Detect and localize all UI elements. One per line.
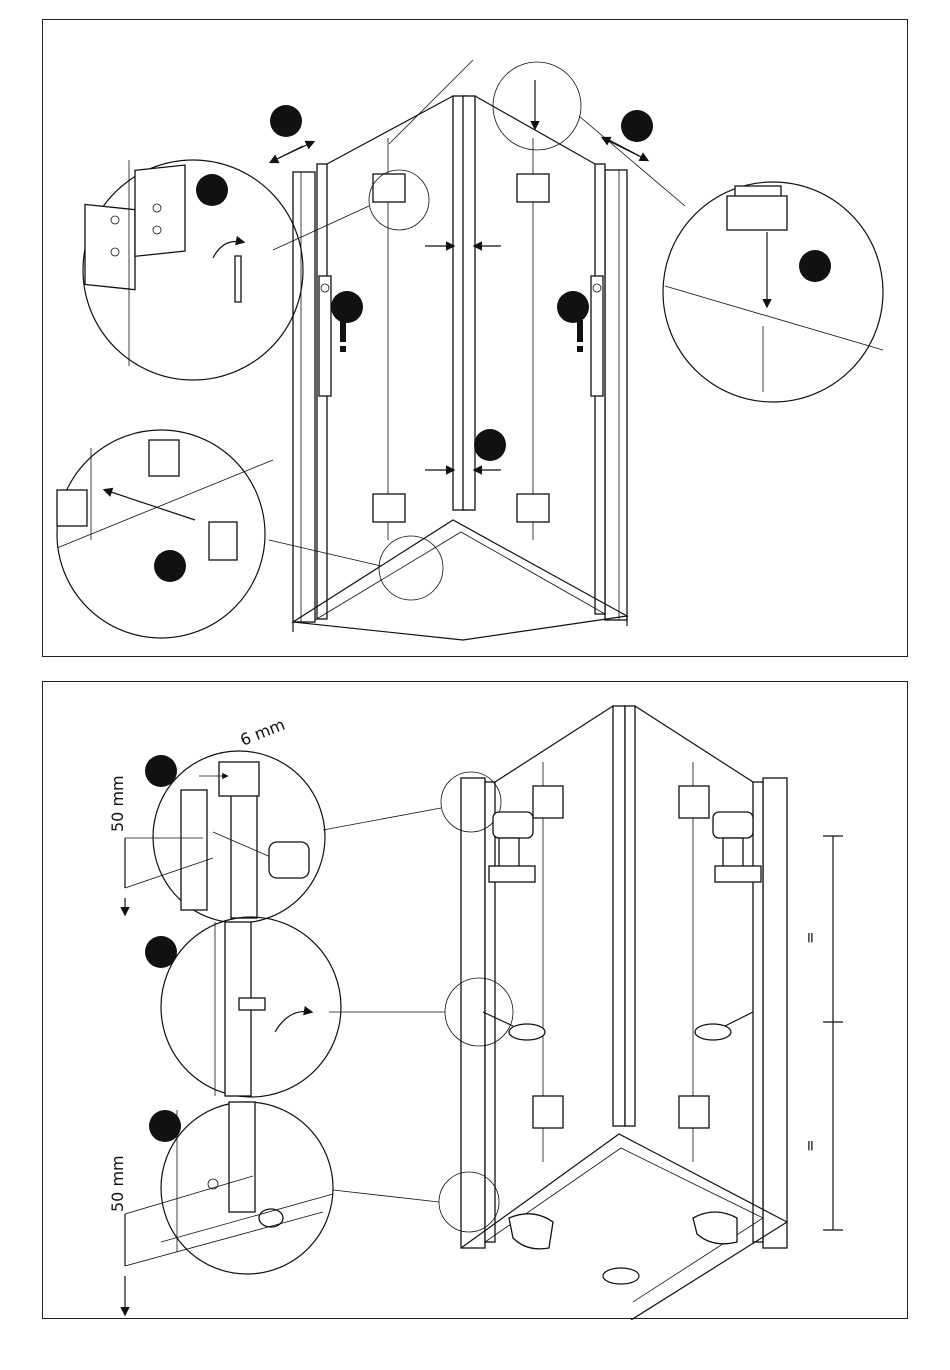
top-illustration <box>43 20 909 658</box>
drill-offset-label: 6 mm <box>237 715 287 750</box>
step-marker-2 <box>621 110 653 142</box>
screwdriver-icon <box>695 1012 753 1040</box>
bottom-height-label: 50 mm <box>108 1155 127 1212</box>
top-height-label: 50 mm <box>108 775 127 832</box>
dimension-arrows-left <box>125 838 323 1314</box>
detail-screw-callout <box>161 917 341 1097</box>
equal-mark-upper: = <box>801 931 819 944</box>
step-marker-4 <box>799 250 831 282</box>
hand-icon <box>509 1214 553 1249</box>
drill-icon <box>489 812 535 882</box>
double-arrow-icon <box>271 142 313 162</box>
bottom-illustration: 6 mm 50 mm 50 mm = = <box>43 682 909 1320</box>
dimension-bars <box>823 836 843 1230</box>
exclamation-icon <box>340 320 346 352</box>
step-marker-2 <box>145 936 177 968</box>
step-marker-1 <box>270 105 302 137</box>
step-marker-8 <box>154 550 186 582</box>
step-marker-5 <box>331 291 363 323</box>
step-markers <box>154 105 831 582</box>
step-marker-7 <box>474 429 506 461</box>
assembly-panel-bottom: 6 mm 50 mm 50 mm = = <box>42 681 908 1319</box>
hand-icon <box>693 1212 737 1244</box>
step-marker-3 <box>196 174 228 206</box>
step-markers <box>145 755 181 1142</box>
detail-bottom-fixing-callout <box>161 1102 333 1274</box>
detail-top-clip-callout <box>663 182 883 402</box>
exclamation-icon <box>577 320 583 352</box>
detail-drilling-callout <box>153 751 325 923</box>
step-marker-3 <box>149 1110 181 1142</box>
equal-mark-lower: = <box>801 1139 819 1152</box>
detail-hinge-callout <box>83 160 303 380</box>
assembly-panel-top <box>42 19 908 657</box>
step-marker-1 <box>145 755 177 787</box>
step-marker-6 <box>557 291 589 323</box>
detail-bottom-guide-callout <box>57 430 273 638</box>
